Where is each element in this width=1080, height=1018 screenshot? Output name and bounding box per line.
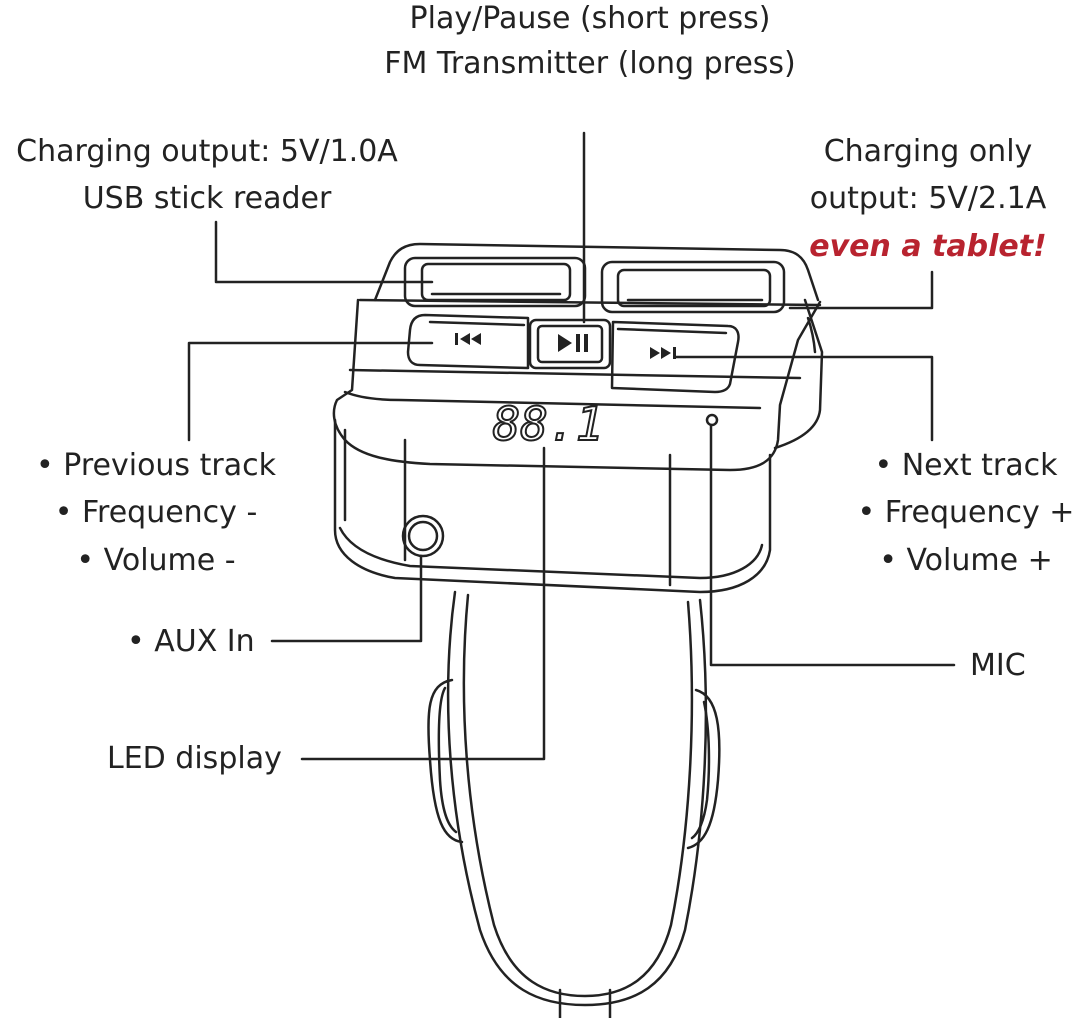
label-usb-stick-reader: USB stick reader (82, 181, 332, 216)
led-display-readout: 88.1 (493, 397, 604, 451)
leader-usb-right (788, 270, 934, 310)
label-previous-track: • Previous track (36, 448, 276, 483)
leader-usb-left (214, 220, 434, 284)
label-usb-right-charging: Charging only (823, 134, 1033, 169)
leader-aux (270, 554, 423, 643)
label-mic: MIC (970, 648, 1026, 683)
previous-track-icon (455, 333, 481, 345)
label-usb-right-output: output: 5V/2.1A (809, 181, 1047, 216)
label-volume-plus: • Volume + (879, 543, 1053, 578)
device-housing (332, 242, 824, 594)
label-aux-in: • AUX In (127, 624, 255, 659)
mic-hole (705, 413, 719, 427)
label-fm-transmitter-long: FM Transmitter (long press) (384, 46, 796, 81)
button-next (610, 320, 740, 394)
spring-contact-right (686, 688, 721, 850)
button-play-pause (528, 318, 612, 370)
leader-led (300, 446, 546, 761)
usb-port-right (600, 260, 786, 314)
label-frequency-minus: • Frequency - (54, 495, 258, 530)
aux-jack (401, 514, 445, 558)
play-pause-icon (558, 334, 588, 352)
label-frequency-plus: • Frequency + (857, 495, 1075, 530)
leader-mic (709, 423, 956, 667)
label-play-pause-short: Play/Pause (short press) (409, 1, 771, 36)
leader-previous (187, 341, 434, 442)
label-usb-left-output: Charging output: 5V/1.0A (16, 134, 398, 169)
label-led-display: LED display (107, 741, 282, 776)
next-track-icon (650, 347, 676, 359)
plug-body (446, 590, 708, 1018)
label-even-a-tablet: even a tablet! (809, 229, 1047, 264)
label-next-track: • Next track (874, 448, 1058, 483)
label-volume-minus: • Volume - (76, 543, 236, 578)
button-previous (406, 313, 530, 370)
leader-next (673, 355, 934, 442)
